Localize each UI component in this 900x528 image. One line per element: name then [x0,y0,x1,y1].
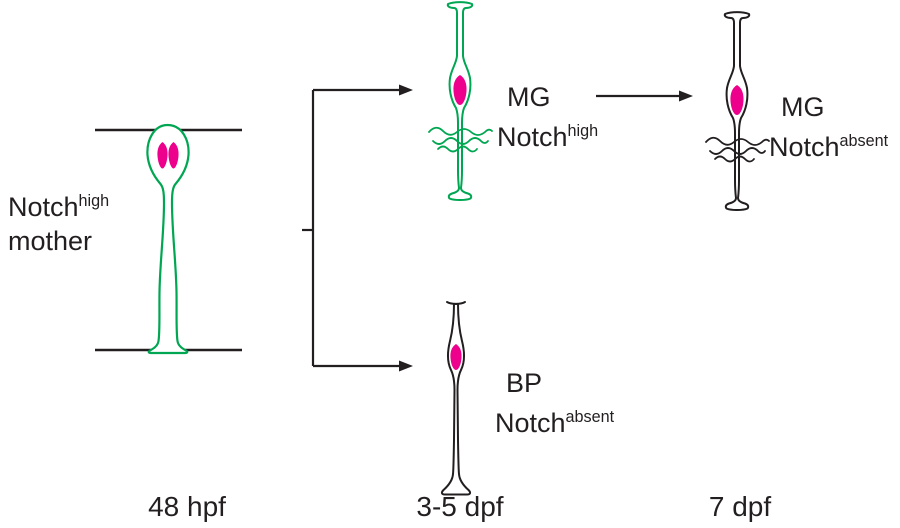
mg-early-notch-level: high [567,122,599,140]
mg-early-lateral-process-2 [432,137,489,145]
mg-early-lateral-process-3 [437,145,478,153]
arrow-mg-maturation-head [679,90,693,102]
bp-nucleus [450,344,462,370]
bp-name-text: BP [506,368,543,398]
bp-body-outline [440,303,472,496]
mother-role-text: mother [8,226,93,256]
mg-early-lateral-process-1 [428,126,493,136]
mg-late-lateral-process-2 [709,147,766,155]
mg-early-notch-text: Notch [497,122,568,152]
mother-label: Notchhigh mother [8,190,109,258]
bp-cell [440,301,472,496]
mg-late-notch-level: absent [839,132,889,150]
stage-label-7dpf: 7 dpf [708,491,772,522]
mg-late-name-text: MG [781,92,825,122]
mg-late-name-label: MG [781,90,825,124]
stage-label-3-5dpf: 3-5 dpf [416,491,504,522]
mother-nucleus-right [168,142,179,169]
mother-nucleus-left [157,142,168,169]
mg-late-lateral-process-3 [714,155,755,163]
arrow-to-mg-head [399,84,413,96]
mother-notch-text: Notch [8,192,79,222]
stage-label-48hpf: 48 hpf [148,491,226,522]
mg-early-notch-label: Notchhigh [497,120,598,154]
arrow-to-bp-head [399,360,413,372]
mother-notch-level: high [78,192,110,210]
mg-cell-early [428,1,493,201]
mg-late-lateral-process-1 [705,136,770,146]
bp-notch-text: Notch [495,408,566,438]
mg-late-notch-label: Notchabsent [769,130,888,164]
mg-late-nucleus [730,85,744,115]
mg-early-nucleus [453,75,467,105]
mother-cell-outline [146,123,190,355]
mg-early-name-text: MG [507,82,551,112]
bp-notch-label: Notchabsent [495,406,614,440]
mg-cell-late [705,11,770,211]
mg-late-notch-text: Notch [769,132,840,162]
mg-early-name-label: MG [507,80,551,114]
bp-notch-level: absent [565,408,615,426]
bp-name-label: BP [506,366,542,400]
